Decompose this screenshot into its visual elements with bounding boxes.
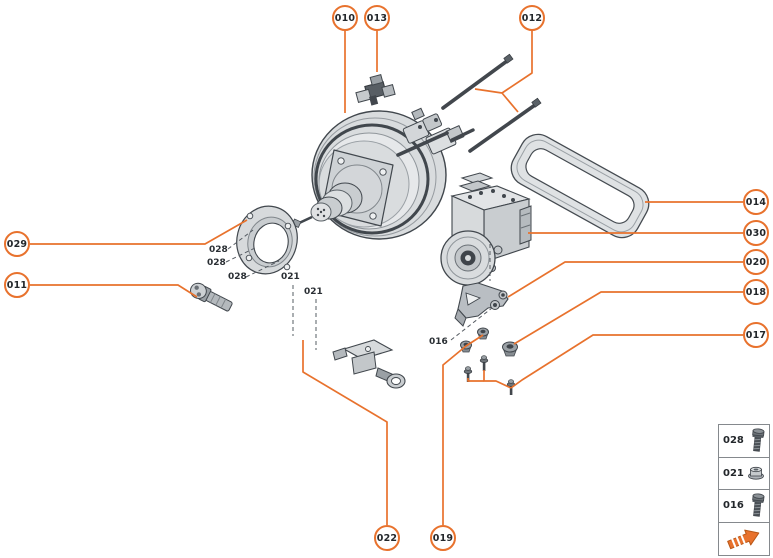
grommets-illustration[interactable] — [460, 327, 518, 357]
direction-arrow-icon — [727, 529, 760, 549]
callout-018[interactable]: 018 — [743, 279, 769, 305]
flange-nut-icon — [748, 467, 764, 480]
callout-label: 022 — [376, 532, 398, 544]
callout-010[interactable]: 010 — [332, 5, 358, 31]
bolt-icon — [752, 428, 765, 452]
mounting-studs-illustration[interactable] — [441, 53, 542, 153]
dashed-alignment-lines — [225, 229, 493, 350]
fastener-label-021: 021 — [304, 287, 323, 297]
legend-row-016[interactable]: 016 — [719, 490, 769, 523]
legend-row-028[interactable]: 028 — [719, 425, 769, 458]
callout-label: 013 — [366, 12, 388, 24]
fastener-label-021: 021 — [281, 272, 300, 282]
callout-label: 014 — [745, 196, 767, 208]
legend-row-021[interactable]: 021 — [719, 458, 769, 490]
gasket-illustration[interactable] — [505, 128, 655, 244]
bolt-icon — [752, 493, 765, 517]
callout-label: 012 — [521, 12, 543, 24]
brake-booster-illustration[interactable] — [291, 107, 475, 240]
callout-020[interactable]: 020 — [743, 249, 769, 275]
legend-label: 028 — [723, 435, 744, 447]
callout-label: 019 — [432, 532, 454, 544]
callout-label: 011 — [6, 279, 28, 291]
fastener-label-016: 016 — [429, 337, 448, 347]
callout-label: 017 — [745, 329, 767, 341]
small-bolts-illustration[interactable] — [463, 355, 516, 395]
fastener-label-028: 028 — [207, 258, 226, 268]
callout-label: 029 — [6, 238, 28, 250]
legend-row-direction — [719, 523, 769, 556]
fitting-illustration[interactable] — [188, 281, 234, 314]
mounting-bracket-illustration[interactable] — [454, 282, 509, 327]
flange-plate-illustration[interactable] — [230, 200, 305, 280]
callout-014[interactable]: 014 — [743, 189, 769, 215]
callout-label: 020 — [745, 256, 767, 268]
callout-022[interactable]: 022 — [374, 525, 400, 551]
callout-label: 010 — [334, 12, 356, 24]
legend-label: 021 — [723, 467, 744, 479]
callout-030[interactable]: 030 — [743, 220, 769, 246]
callout-012[interactable]: 012 — [519, 5, 545, 31]
callout-017[interactable]: 017 — [743, 322, 769, 348]
fastener-label-028: 028 — [209, 245, 228, 255]
callout-019[interactable]: 019 — [430, 525, 456, 551]
callout-011[interactable]: 011 — [4, 272, 30, 298]
callout-leader-lines — [30, 31, 743, 525]
callout-013[interactable]: 013 — [364, 5, 390, 31]
abs-unit-illustration[interactable] — [440, 172, 532, 286]
sensor-bracket-illustration[interactable] — [332, 339, 406, 389]
legend-panel: 028 021 — [718, 424, 770, 556]
fastener-label-028: 028 — [228, 272, 247, 282]
legend-label: 016 — [723, 500, 744, 512]
callout-label: 018 — [745, 286, 767, 298]
pressure-sensor-illustration[interactable] — [355, 73, 396, 106]
callout-label: 030 — [745, 227, 767, 239]
callout-029[interactable]: 029 — [4, 231, 30, 257]
